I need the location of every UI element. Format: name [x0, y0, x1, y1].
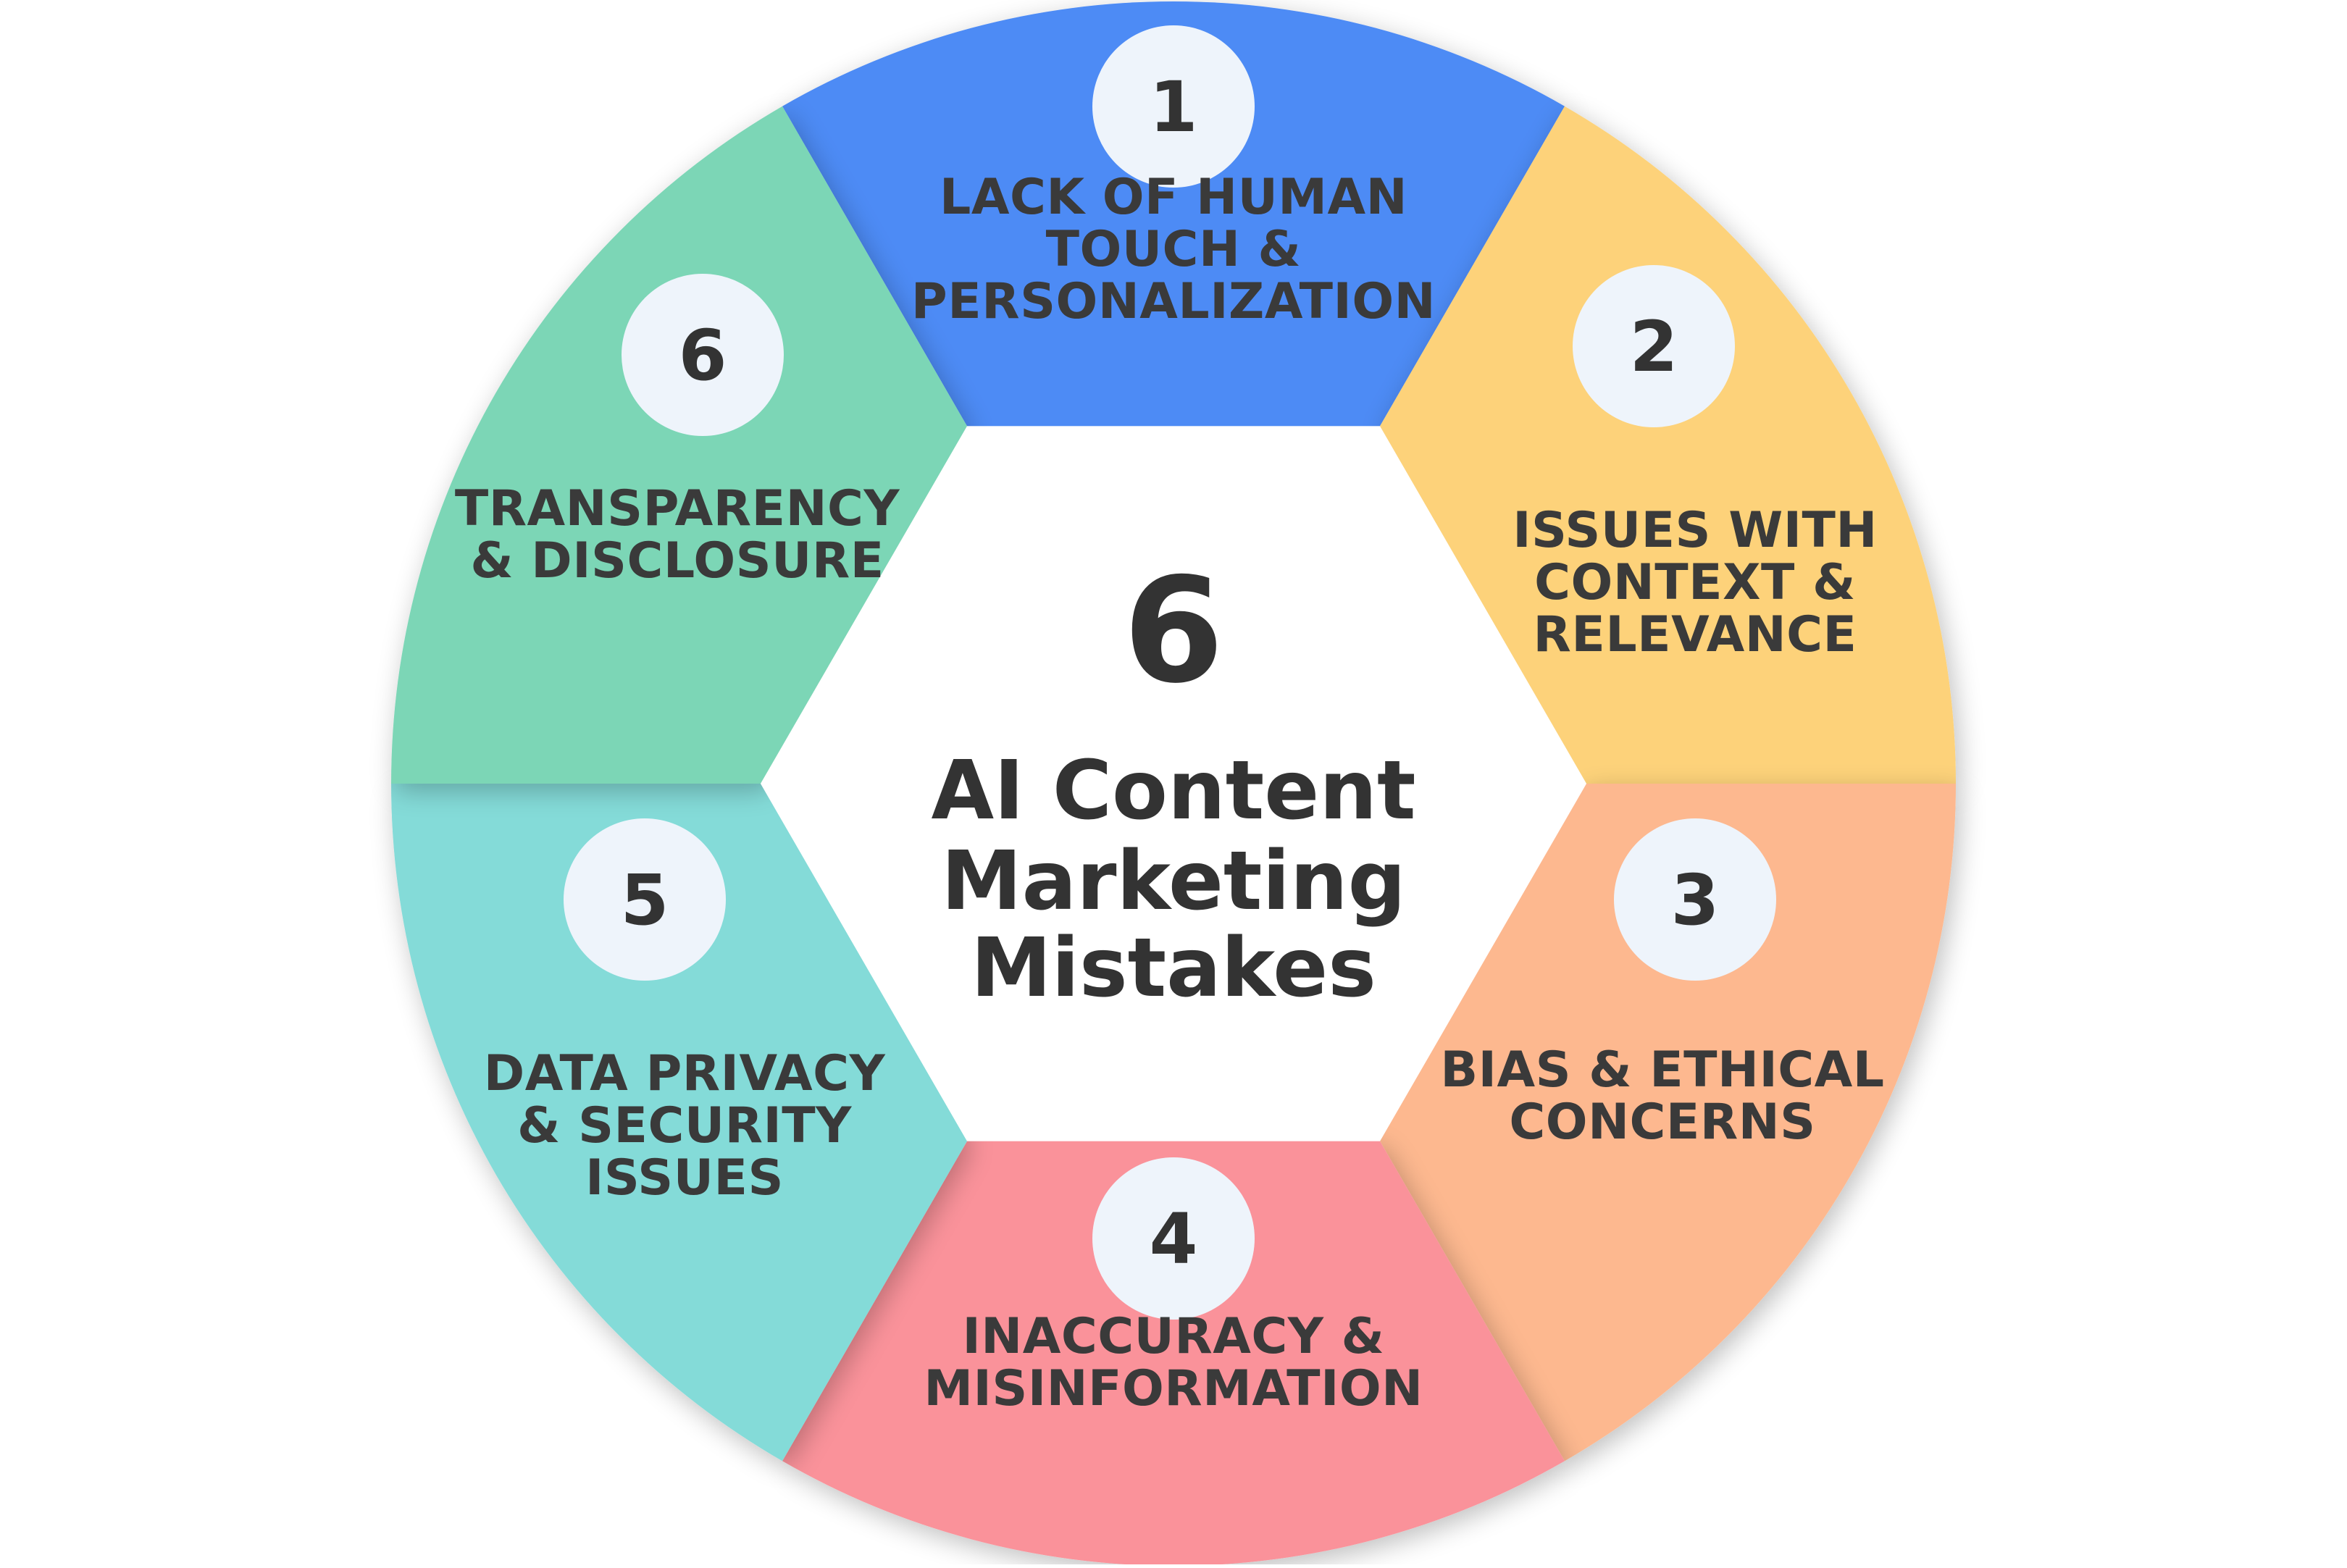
center-hexagon: [761, 426, 1586, 1141]
center-title-line-1: AI Content: [932, 744, 1416, 838]
segment-6-label-line-1: TRANSPARENCY: [455, 480, 900, 537]
segment-5-label-line-1: DATA PRIVACY: [484, 1045, 886, 1102]
segment-2-label-line-3: RELEVANCE: [1534, 606, 1857, 663]
segment-1-label-line-3: PERSONALIZATION: [911, 273, 1436, 330]
segment-2-badge-number: 2: [1630, 306, 1678, 387]
segment-2-label-line-2: CONTEXT &: [1534, 554, 1856, 611]
segment-6-badge-number: 6: [679, 315, 727, 396]
segment-1-badge: [1092, 25, 1255, 188]
segment-1-label-line-1: LACK OF HUMAN: [940, 169, 1407, 226]
segment-4: [782, 1141, 1565, 1566]
segment-5-badge: [564, 818, 726, 981]
segment-1: [782, 1, 1565, 427]
center-text: 6 AI Content Marketing Mistakes: [932, 547, 1416, 1015]
segment-2: [1380, 106, 1956, 784]
segment-3-badge: [1614, 818, 1776, 981]
segment-2-badge: [1573, 265, 1735, 427]
center-number: 6: [1123, 547, 1223, 716]
segment-3-label-line-2: CONCERNS: [1509, 1094, 1815, 1151]
center-title-line-3: Mistakes: [971, 921, 1376, 1015]
segment-6: [391, 106, 967, 784]
center-title-line-2: Marketing: [941, 834, 1406, 928]
segment-2-label-line-1: ISSUES WITH: [1513, 502, 1878, 559]
segment-1-badge-number: 1: [1150, 67, 1198, 148]
segment-5: [391, 784, 967, 1462]
segment-3-badge-number: 3: [1671, 860, 1720, 941]
segment-5-label-line-2: & SECURITY: [517, 1097, 852, 1154]
segment-4-badge-number: 4: [1150, 1199, 1198, 1280]
segments-layer: [391, 1, 1956, 1566]
segment-1-label-line-2: TOUCH &: [1046, 221, 1302, 278]
segment-6-badge: [622, 274, 784, 436]
segment-4-badge: [1092, 1157, 1255, 1320]
segment-4-label-line-1: INACCURACY &: [963, 1308, 1385, 1365]
segment-6-label-line-2: & DISCLOSURE: [470, 532, 884, 590]
segment-5-badge-number: 5: [621, 860, 669, 941]
segment-3: [1380, 784, 1956, 1462]
segment-4-label-line-2: MISINFORMATION: [924, 1360, 1423, 1417]
segment-3-label-line-1: BIAS & ETHICAL: [1440, 1041, 1884, 1099]
segment-5-label-line-3: ISSUES: [585, 1149, 784, 1207]
